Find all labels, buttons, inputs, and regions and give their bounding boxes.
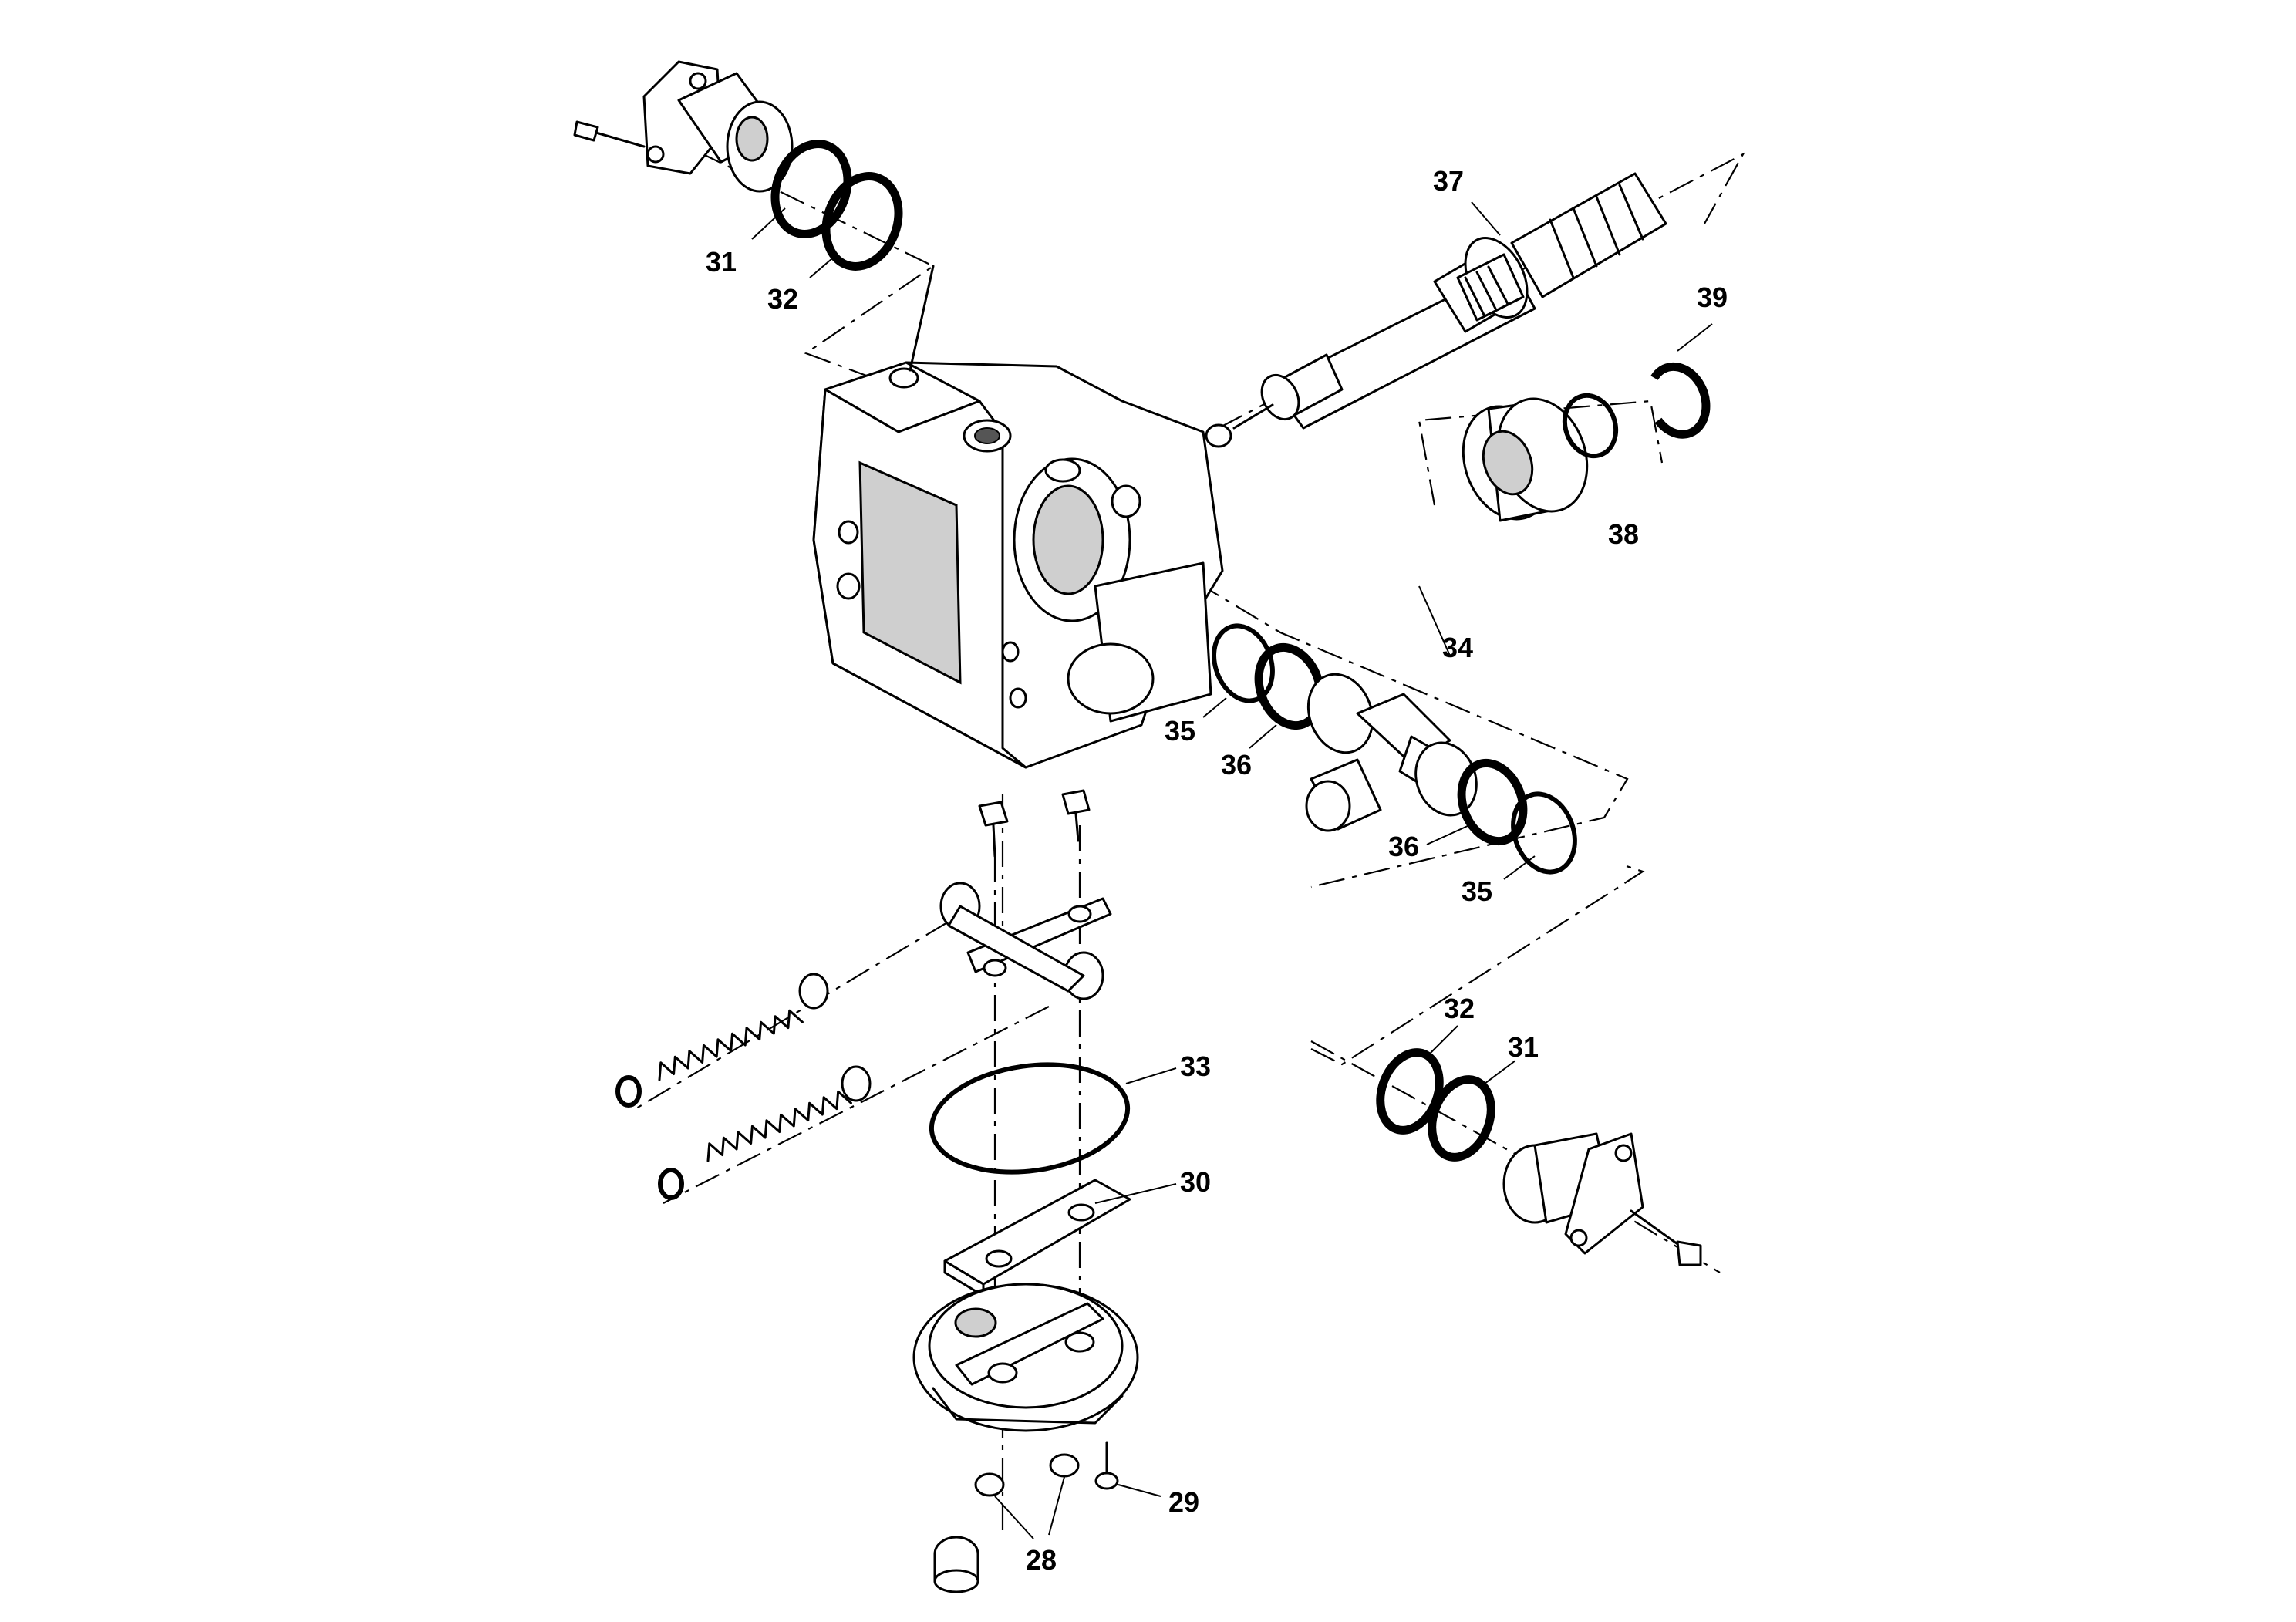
callout-32-right: 32 — [1444, 993, 1475, 1024]
callout-28: 28 — [1026, 1544, 1057, 1576]
bottom-right-servo-cover — [1502, 1132, 1644, 1255]
pump-housing — [812, 265, 1232, 769]
callout-36-left: 36 — [1221, 749, 1252, 781]
callout-37: 37 — [1433, 165, 1464, 197]
leader-32-right — [1430, 1025, 1458, 1054]
bottom-right-bolt — [1630, 1209, 1702, 1266]
o-ring-32-right — [1376, 1048, 1444, 1135]
callout-36-right: 36 — [1388, 831, 1419, 862]
callout-39: 39 — [1697, 282, 1728, 313]
callout-31-right: 31 — [1508, 1031, 1539, 1063]
top-left-servo-cover — [642, 60, 794, 193]
spring-upper — [615, 973, 829, 1108]
callout-35-left: 35 — [1165, 715, 1195, 747]
leader-29 — [1118, 1484, 1161, 1497]
leader-34 — [1418, 585, 1451, 656]
callout-32-top: 32 — [767, 283, 798, 315]
slide-plate — [943, 1179, 1131, 1297]
circlip-39 — [1650, 362, 1711, 439]
callout-30: 30 — [1180, 1166, 1211, 1198]
leader-36-left — [1249, 724, 1277, 749]
callout-35-right: 35 — [1462, 875, 1492, 907]
backup-ring-35-left — [1212, 623, 1275, 703]
callout-34: 34 — [1442, 632, 1473, 663]
leader-35-left — [1202, 697, 1227, 718]
leader-32-top — [809, 254, 838, 278]
backup-ring-35-right — [1511, 791, 1577, 875]
swash-rocker — [939, 882, 1112, 1000]
o-ring-36-right — [1457, 758, 1528, 846]
leader-39 — [1677, 323, 1713, 352]
leader-36-right — [1426, 824, 1470, 845]
leader-35-right — [1503, 855, 1536, 880]
spring-lower — [658, 1065, 872, 1200]
end-plate — [912, 1283, 1139, 1432]
plug — [933, 1536, 979, 1593]
o-ring-33 — [929, 1062, 1131, 1175]
leader-33 — [1125, 1067, 1177, 1084]
leader-37 — [1471, 201, 1501, 236]
o-ring-32-top — [821, 172, 903, 271]
o-ring-36-left — [1254, 642, 1325, 730]
drive-shaft — [1232, 172, 1667, 430]
leader-30 — [1094, 1183, 1177, 1204]
spacer-ring — [1562, 393, 1619, 459]
top-left-bolt — [573, 120, 646, 148]
callout-33: 33 — [1180, 1050, 1211, 1082]
leader-28a — [994, 1496, 1034, 1539]
o-ring-31-right — [1428, 1075, 1495, 1162]
callout-31-top: 31 — [706, 246, 737, 278]
callout-38: 38 — [1608, 518, 1639, 550]
leader-31-top — [751, 207, 786, 240]
leader-31-right — [1484, 1060, 1516, 1084]
leader-28b — [1048, 1476, 1065, 1536]
screw-29 — [1094, 1441, 1119, 1490]
valve-assembly — [1212, 623, 1577, 875]
nuts-28 — [974, 1453, 1080, 1497]
o-ring-31-top — [770, 140, 852, 238]
top-bolts — [978, 789, 1091, 858]
bearing-assembly — [1462, 362, 1711, 522]
callout-29: 29 — [1168, 1486, 1199, 1518]
